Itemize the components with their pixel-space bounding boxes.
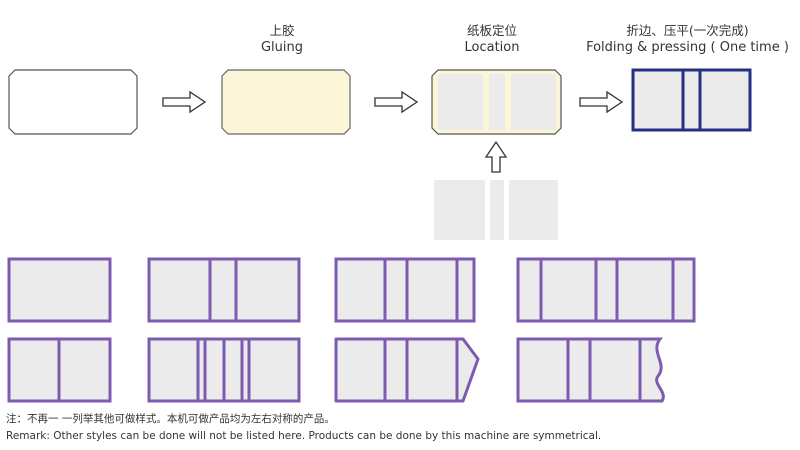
arrow-right-2	[374, 90, 419, 114]
sample-style-2	[147, 257, 301, 323]
location-label-en: Location	[464, 40, 520, 55]
gluing-label-en: Gluing	[260, 40, 304, 55]
cardboard-right	[509, 180, 558, 240]
sample-style-8	[516, 337, 665, 403]
blank-board	[8, 69, 138, 135]
location-label-cn: 纸板定位	[466, 23, 517, 38]
folding-label-en: Folding & pressing ( One time )	[586, 40, 789, 55]
sample-style-7	[334, 337, 480, 403]
sample-style-4	[516, 257, 696, 323]
cardboard-middle	[490, 180, 504, 240]
location-panel-left	[438, 74, 483, 130]
remark-cn: 注：不再一 一列举其他可做样式。本机可做产品均为左右对称的产品。	[6, 413, 335, 425]
arrow-right-1	[162, 90, 207, 114]
folding-label-cn: 折边、压平(一次完成)	[626, 23, 749, 38]
gluing-label-cn: 上胶	[269, 23, 295, 38]
location-panel-right	[511, 74, 556, 130]
arrow-up	[484, 140, 508, 173]
sample-style-3	[334, 257, 476, 323]
sample-style-1	[7, 257, 112, 323]
sample-style-5	[7, 337, 112, 403]
arrow-right-3	[579, 90, 624, 114]
location-panel-middle	[489, 74, 505, 130]
cardboard-left	[434, 180, 485, 240]
step-location-label: 纸板定位 Location	[432, 22, 552, 56]
sample-style-6	[147, 337, 301, 403]
glued-board	[221, 69, 351, 135]
step-folding-label: 折边、压平(一次完成) Folding & pressing ( One tim…	[575, 22, 800, 56]
folded-board	[631, 68, 752, 132]
step-gluing-label: 上胶 Gluing	[232, 22, 332, 56]
remark-en: Remark: Other styles can be done will no…	[6, 430, 602, 442]
